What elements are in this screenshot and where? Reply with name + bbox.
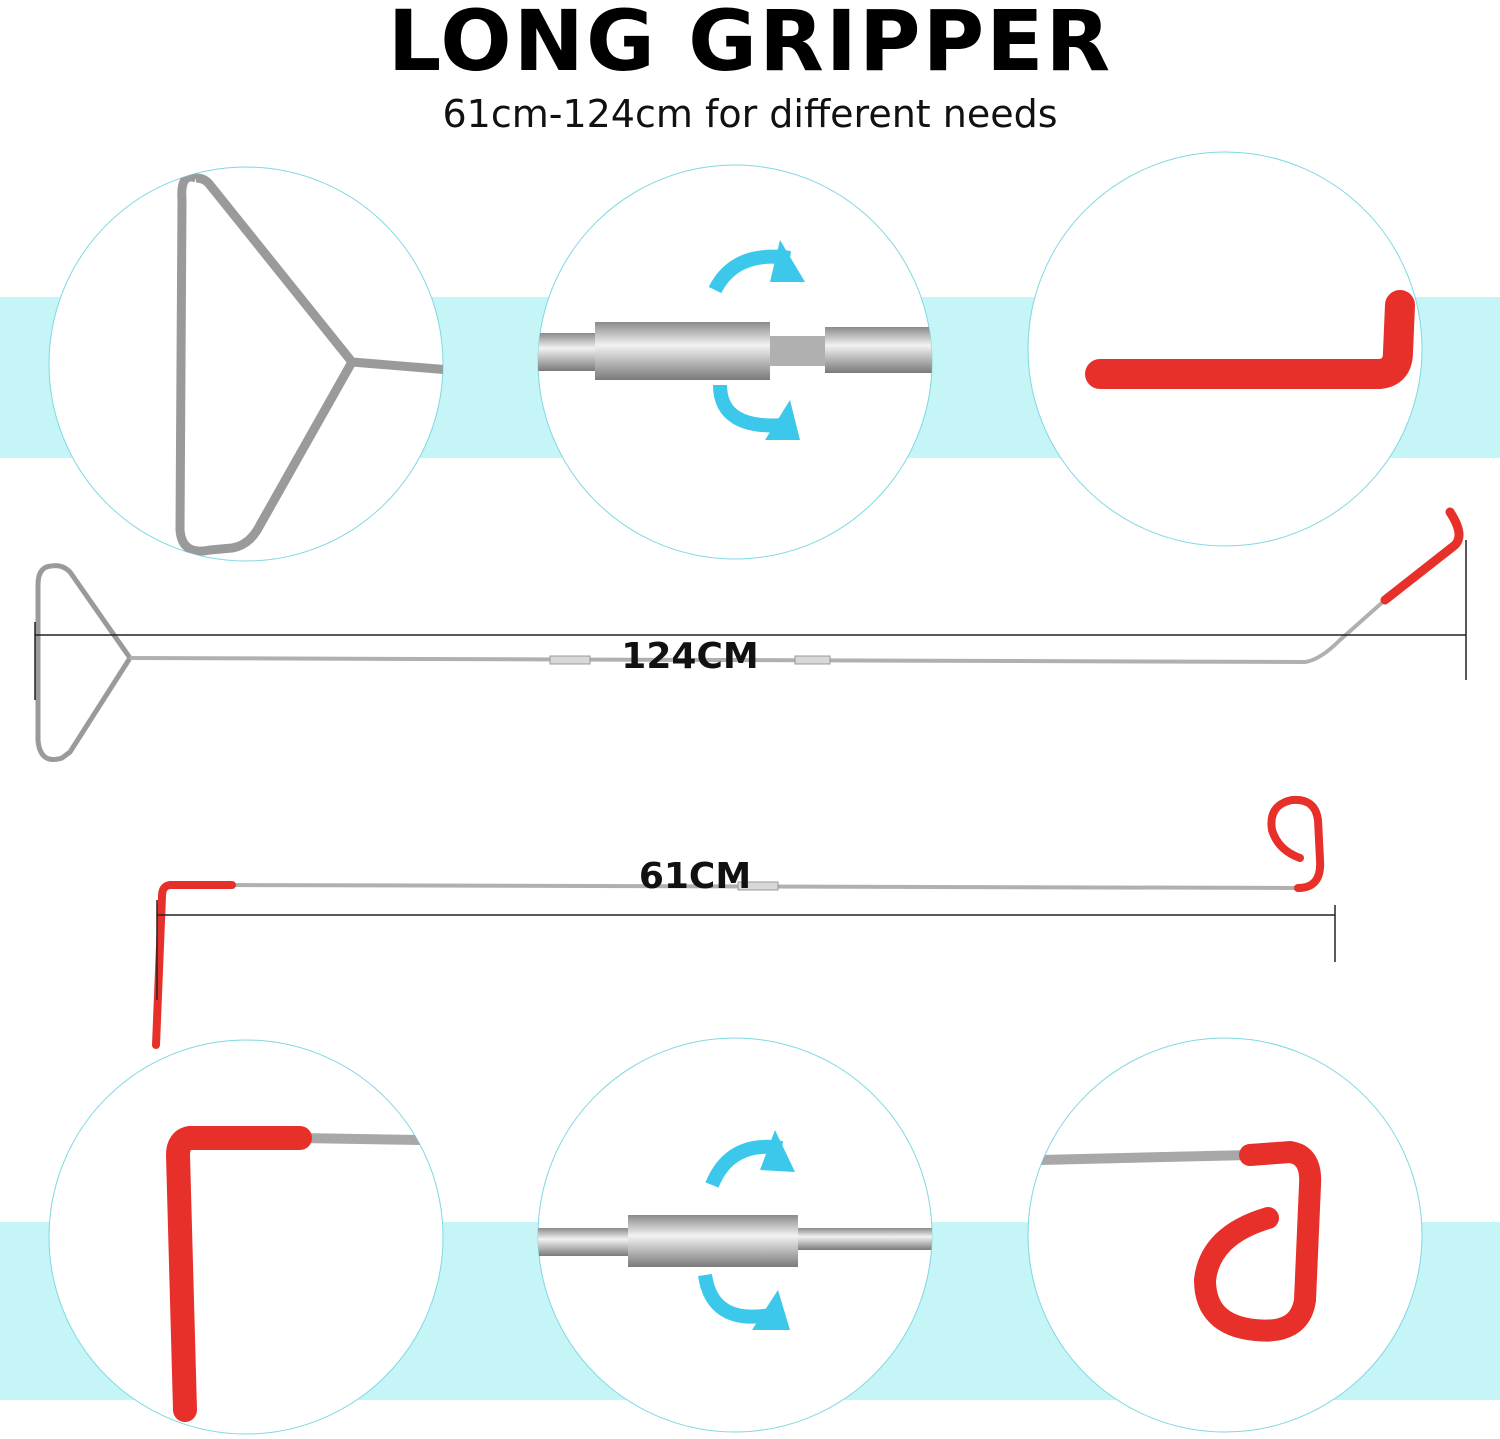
rotate-arrow-icon bbox=[713, 384, 786, 433]
detail-circle-handle bbox=[48, 166, 444, 562]
page-title: LONG GRIPPER bbox=[387, 0, 1113, 90]
detail-circle-red-tip bbox=[1027, 151, 1423, 547]
short-gripper-61cm bbox=[152, 795, 1336, 1049]
length-label-124cm: 124CM bbox=[621, 636, 758, 677]
detail-circle-thread bbox=[537, 164, 933, 560]
detail-circle-l-hook bbox=[48, 1039, 444, 1435]
detail-circle-coupler bbox=[537, 1037, 933, 1433]
length-label-61cm: 61CM bbox=[639, 856, 751, 897]
rotate-arrow-icon bbox=[698, 1273, 772, 1324]
page-subtitle: 61cm-124cm for different needs bbox=[442, 92, 1058, 136]
detail-circle-loop-hook bbox=[1027, 1037, 1423, 1433]
long-gripper-124cm bbox=[34, 507, 1467, 762]
